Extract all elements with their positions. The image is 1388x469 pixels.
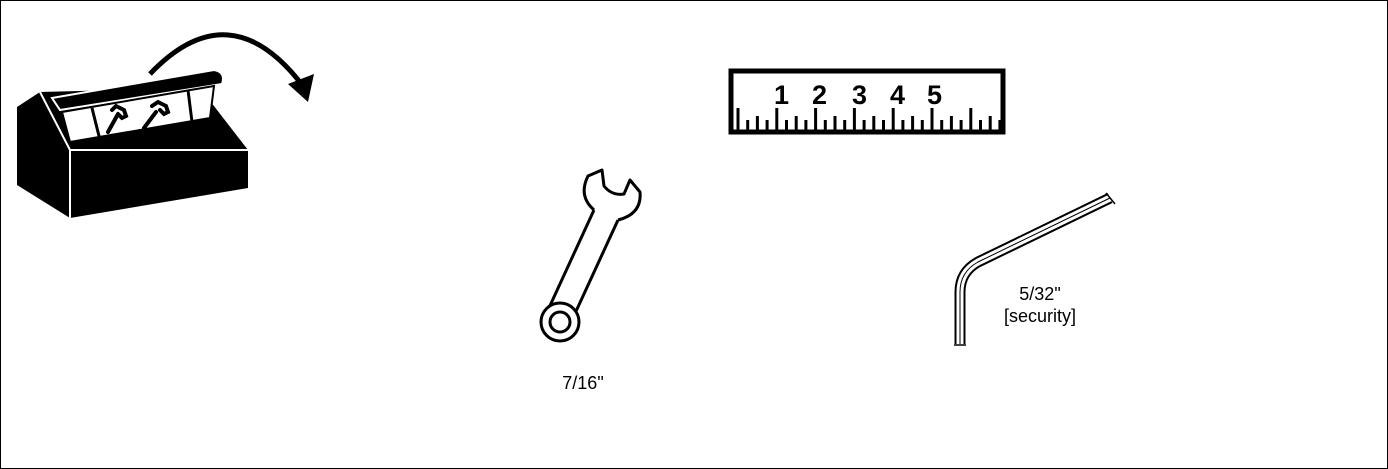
- wrench-size-label: 7/16": [562, 373, 604, 393]
- rotate-arrow-icon: [148, 32, 314, 102]
- ruler-icon: 1 2 3 4 5: [728, 68, 1006, 135]
- ruler-number-5: 5: [927, 80, 942, 110]
- hex-key-icon: [954, 192, 1116, 346]
- ruler-number-4: 4: [890, 80, 905, 110]
- ruler-ticks: [736, 108, 1002, 130]
- ruler-number-2: 2: [812, 80, 827, 110]
- wrench-icon: [539, 168, 642, 343]
- hex-key-size-label: 5/32": [1019, 284, 1061, 304]
- hex-key-label: 5/32" [security]: [980, 283, 1100, 327]
- ruler-number-3: 3: [852, 80, 867, 110]
- ruler-numbers: 1 2 3 4 5: [774, 80, 942, 110]
- toolbox-icon: [17, 68, 248, 218]
- hex-key-type-label: [security]: [1003, 306, 1077, 326]
- ruler-number-1: 1: [774, 80, 789, 110]
